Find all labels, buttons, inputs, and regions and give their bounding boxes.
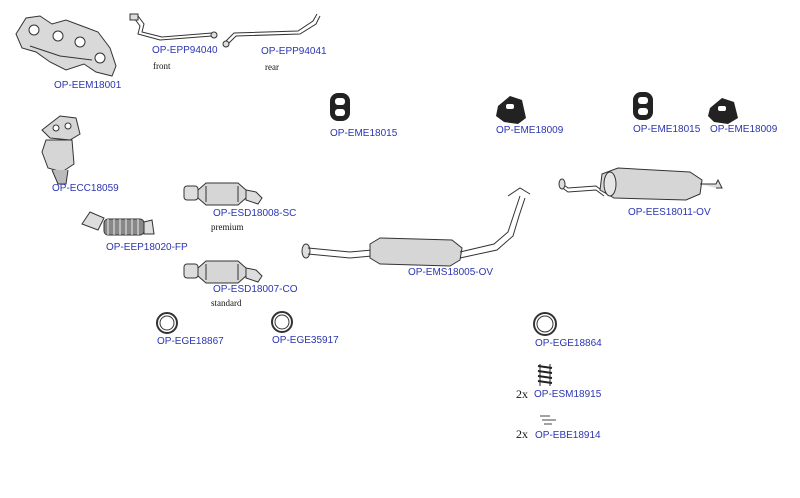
gasket-ring-icon[interactable] <box>533 312 557 336</box>
pipe-icon[interactable] <box>129 13 218 41</box>
rear-silencer-icon[interactable] <box>558 167 723 201</box>
part-qty-esm18915: 2x <box>516 387 528 401</box>
catalytic-converter-icon[interactable] <box>183 182 263 206</box>
rubber-mount-icon[interactable] <box>708 98 738 124</box>
part-code-ege18864[interactable]: OP-EGE18864 <box>535 338 602 349</box>
part-note-rear: rear <box>265 62 279 72</box>
part-code-epp94041[interactable]: OP-EPP94041 <box>261 46 327 57</box>
spring-icon[interactable] <box>537 364 553 386</box>
catalytic-converter-manifold-icon[interactable] <box>41 115 81 185</box>
rubber-mount-icon[interactable] <box>633 92 653 120</box>
part-code-ege18867[interactable]: OP-EGE18867 <box>157 336 224 347</box>
part-note-premium: premium <box>211 222 244 232</box>
part-qty-ebe18914: 2x <box>516 427 528 441</box>
part-code-eep18020-fp[interactable]: OP-EEP18020-FP <box>106 242 188 253</box>
part-code-eme18009[interactable]: OP-EME18009 <box>496 125 564 136</box>
gasket-ring-icon[interactable] <box>156 312 178 334</box>
part-code-ege35917[interactable]: OP-EGE35917 <box>272 335 339 346</box>
part-code-eme18015-rear[interactable]: OP-EME18015 <box>633 124 701 135</box>
part-code-ecc18059[interactable]: OP-ECC18059 <box>52 183 119 194</box>
gasket-ring-icon[interactable] <box>271 311 293 333</box>
rubber-mount-icon[interactable] <box>496 96 526 124</box>
part-code-ems18005-ov[interactable]: OP-EMS18005-OV <box>408 267 494 278</box>
part-code-esd18007-co[interactable]: OP-ESD18007-CO <box>213 284 298 295</box>
rubber-mount-icon[interactable] <box>330 93 350 121</box>
pipe-icon[interactable] <box>222 13 321 48</box>
part-code-ees18011-ov[interactable]: OP-EES18011-OV <box>628 207 711 218</box>
part-code-ebe18914[interactable]: OP-EBE18914 <box>535 430 601 441</box>
part-code-esd18008-sc[interactable]: OP-ESD18008-SC <box>213 208 297 219</box>
part-note-front: front <box>153 61 171 71</box>
part-code-epp94040[interactable]: OP-EPP94040 <box>152 45 218 56</box>
part-code-eme18015[interactable]: OP-EME18015 <box>330 128 398 139</box>
part-code-esm18915[interactable]: OP-ESM18915 <box>534 389 602 400</box>
part-code-eem18001[interactable]: OP-EEM18001 <box>54 80 122 91</box>
front-pipe-icon[interactable] <box>81 211 155 236</box>
exhaust-manifold-icon[interactable] <box>15 15 117 77</box>
part-note-standard: standard <box>211 298 242 308</box>
bolt-icon[interactable] <box>540 415 556 425</box>
catalytic-converter-icon[interactable] <box>183 260 263 284</box>
part-code-eme18009-rear[interactable]: OP-EME18009 <box>710 124 778 135</box>
middle-silencer-icon[interactable] <box>301 187 531 267</box>
